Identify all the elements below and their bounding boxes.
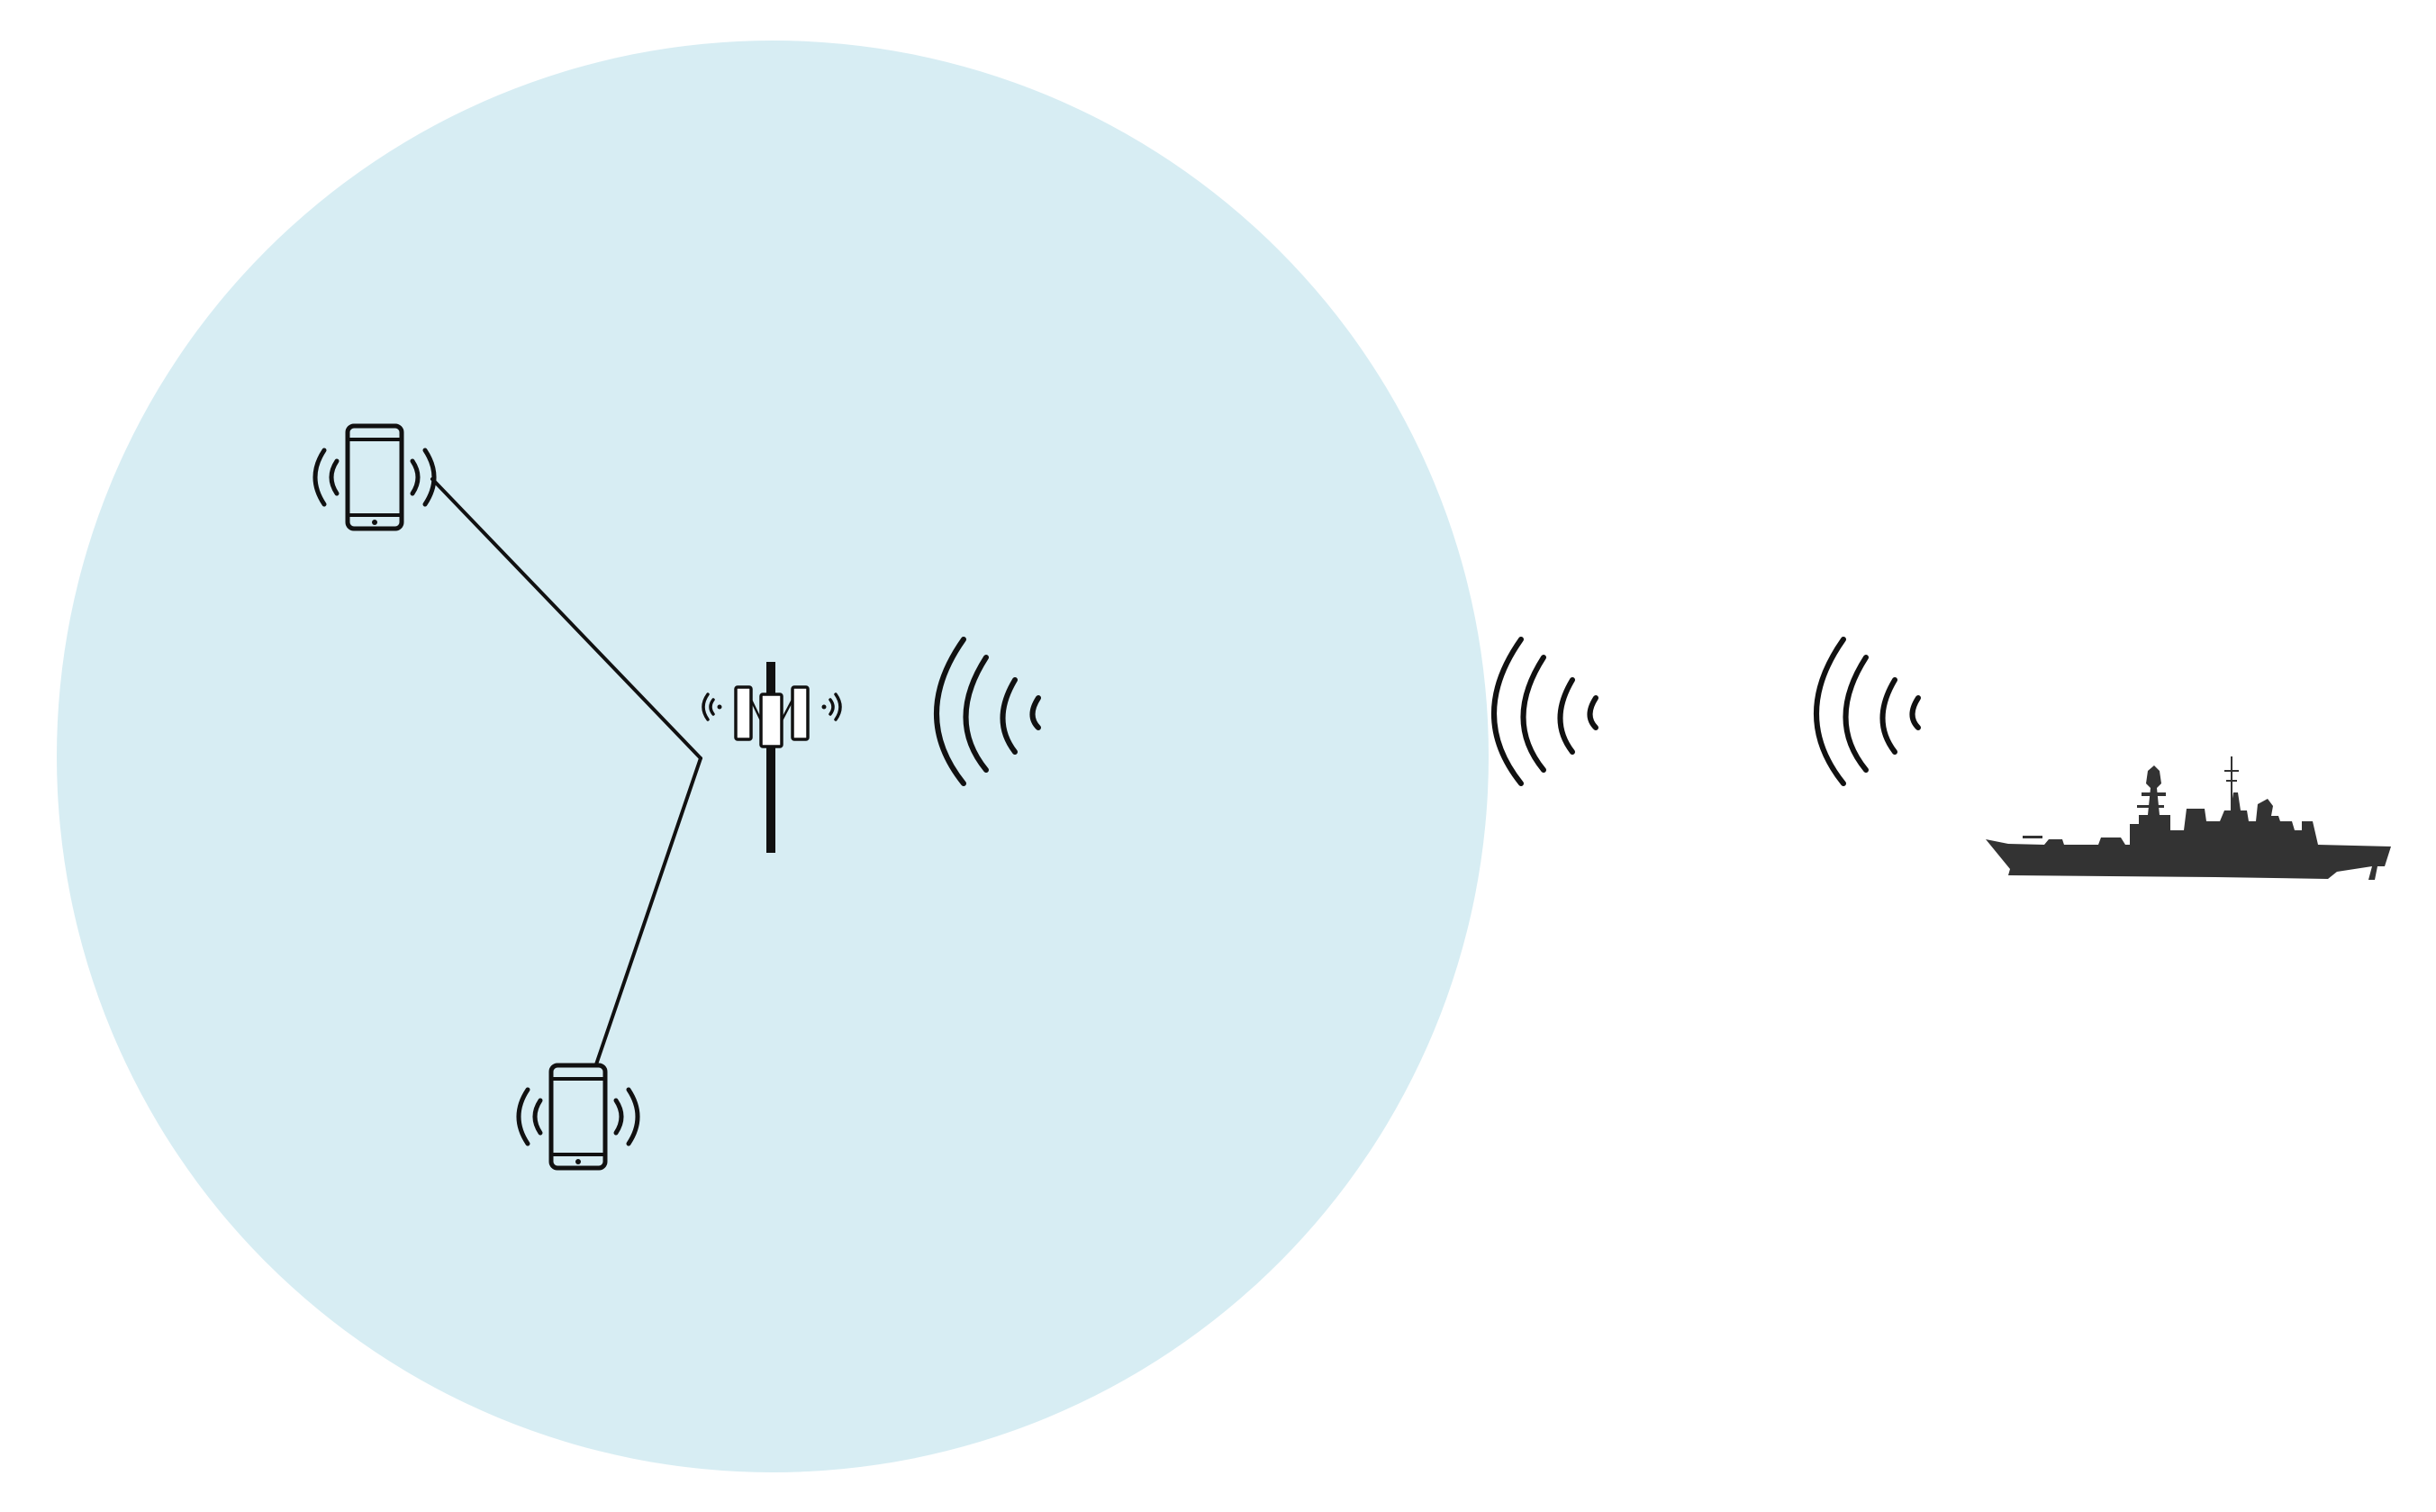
connection-lines — [430, 477, 702, 1066]
cell-tower-icon — [702, 662, 842, 853]
link-phone-top — [430, 477, 702, 760]
vibration-waves-right — [410, 448, 437, 507]
radio-wave-icon — [1491, 637, 1598, 786]
smartphone-icon — [312, 423, 437, 531]
radio-wave-icon — [1814, 637, 1921, 786]
vibration-waves-right — [613, 1087, 640, 1146]
link-phone-bottom — [594, 756, 702, 1066]
vibration-waves-left — [312, 448, 340, 507]
smartphone-icon — [516, 1063, 640, 1171]
tower-signal-left — [702, 693, 722, 721]
vibration-waves-left — [516, 1087, 543, 1146]
warship-icon — [1986, 756, 2391, 880]
radio-wave-icon — [934, 637, 1041, 786]
tower-signal-right — [821, 693, 842, 721]
